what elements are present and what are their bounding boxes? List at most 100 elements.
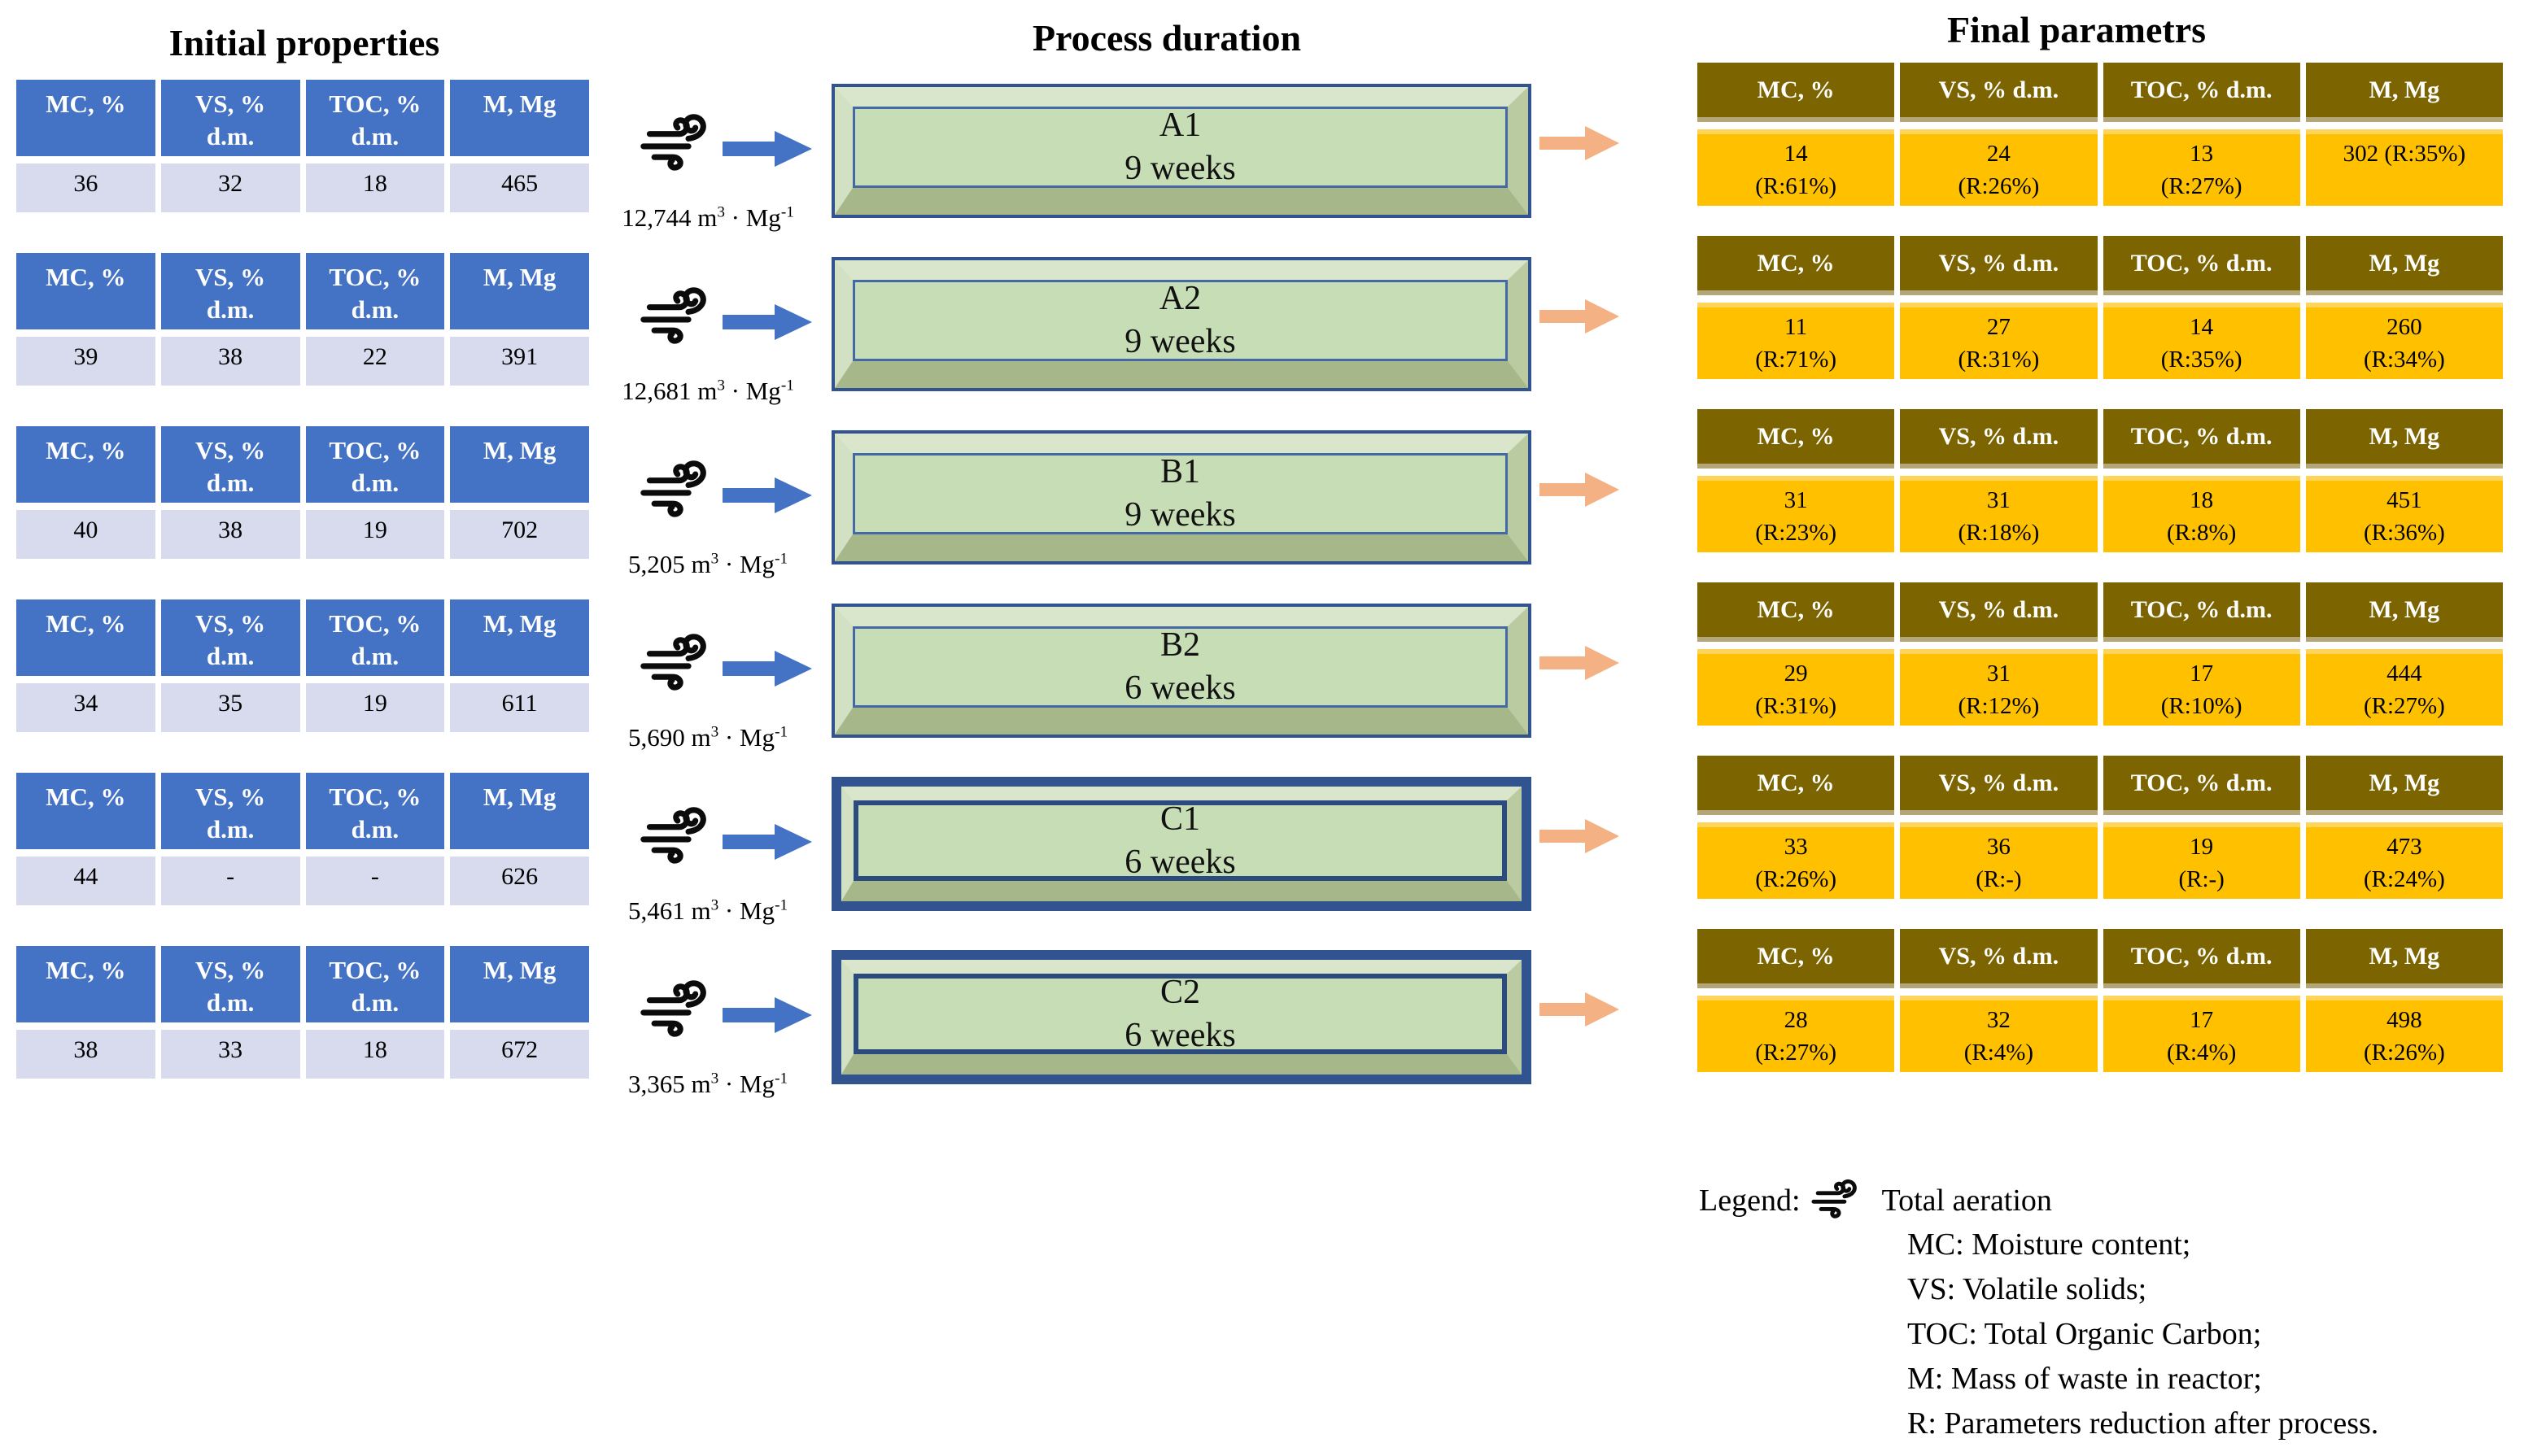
process-duration-title: Process duration xyxy=(1032,17,1302,59)
legend-item: TOC: Total Organic Carbon; xyxy=(1907,1317,2262,1351)
final-header-cell: VS, % d.m. xyxy=(1900,582,2098,642)
final-table-header: MC, % VS, % d.m. TOC, % d.m. M, Mg xyxy=(1697,929,2503,988)
final-header-cell: TOC, % d.m. xyxy=(2103,236,2300,295)
initial-table: MC, % VS, % d.m. TOC, % d.m. M, Mg 34 35… xyxy=(16,599,589,732)
initial-value-cell: 22 xyxy=(305,337,445,386)
reactor-id: C2 xyxy=(1159,973,1200,1011)
initial-table-header: MC, % VS, % d.m. TOC, % d.m. M, Mg xyxy=(16,253,589,329)
initial-header-cell: VS, % d.m. xyxy=(160,80,300,156)
output-arrow-icon xyxy=(1539,990,1619,1029)
final-value: 17 xyxy=(2190,660,2214,687)
initial-header-cell: MC, % xyxy=(16,946,155,1022)
final-header-cell: VS, % d.m. xyxy=(1900,756,2098,815)
aeration-label: 3,365 m3 · Mg-1 xyxy=(582,1070,834,1099)
reactor-box: B2 6 weeks xyxy=(832,604,1531,738)
initial-table-header: MC, % VS, % d.m. TOC, % d.m. M, Mg xyxy=(16,773,589,849)
wind-aeration-icon xyxy=(1810,1178,1869,1223)
aeration-sup: -1 xyxy=(780,203,794,221)
initial-header-cell: M, Mg xyxy=(450,773,589,849)
final-value: 24 xyxy=(1986,141,2011,167)
wind-aeration-icon xyxy=(639,112,724,177)
initial-value-cell: 19 xyxy=(305,510,445,559)
initial-value-cell: - xyxy=(160,857,300,905)
final-value-cell: 302 (R:35%) xyxy=(2305,129,2503,206)
initial-table: MC, % VS, % d.m. TOC, % d.m. M, Mg 39 38… xyxy=(16,253,589,386)
final-value-cell: 33(R:26%) xyxy=(1697,822,1895,899)
initial-table-values: 39 38 22 391 xyxy=(16,337,589,386)
initial-table-values: 36 32 18 465 xyxy=(16,163,589,212)
reactor-duration: 6 weeks xyxy=(1124,843,1236,881)
wind-aeration-icon xyxy=(639,632,724,697)
final-header-cell: MC, % xyxy=(1697,929,1895,988)
final-reduction: (R:26%) xyxy=(1755,866,1837,892)
initial-value-cell: 19 xyxy=(305,683,445,732)
initial-value-cell: 391 xyxy=(450,337,589,386)
final-value-cell: 18(R:8%) xyxy=(2103,476,2300,552)
final-value-cell: 17(R:4%) xyxy=(2103,996,2300,1072)
initial-value-cell: 38 xyxy=(160,510,300,559)
legend-item: M: Mass of waste in reactor; xyxy=(1907,1362,2262,1396)
final-value: 32 xyxy=(1986,1007,2011,1033)
reactor-duration: 9 weeks xyxy=(1124,150,1236,187)
final-parameters-title: Final parametrs xyxy=(1946,9,2207,50)
final-header-cell: M, Mg xyxy=(2305,582,2503,642)
final-value: 302 (R:35%) xyxy=(2343,141,2466,167)
aeration-value: 5,205 m xyxy=(627,550,711,578)
final-value: 31 xyxy=(1986,660,2011,687)
aeration-sup: -1 xyxy=(775,896,788,914)
final-value: 36 xyxy=(1986,834,2011,860)
final-header-cell: TOC, % d.m. xyxy=(2103,582,2300,642)
final-table: MC, % VS, % d.m. TOC, % d.m. M, Mg 31(R:… xyxy=(1697,409,2503,552)
aeration-label: 5,461 m3 · Mg-1 xyxy=(582,896,834,926)
final-header-cell: VS, % d.m. xyxy=(1900,63,2098,122)
final-value: 29 xyxy=(1784,660,1808,687)
final-value-cell: 29(R:31%) xyxy=(1697,649,1895,726)
final-value: 473 xyxy=(2386,834,2422,860)
initial-value-cell: 44 xyxy=(16,857,155,905)
aeration-sup: 3 xyxy=(710,550,719,568)
initial-table-header: MC, % VS, % d.m. TOC, % d.m. M, Mg xyxy=(16,80,589,156)
final-reduction: (R:-) xyxy=(2178,866,2225,892)
aeration-sup: -1 xyxy=(775,550,788,568)
final-header-cell: VS, % d.m. xyxy=(1900,929,2098,988)
final-reduction: (R:10%) xyxy=(2160,693,2242,719)
final-table: MC, % VS, % d.m. TOC, % d.m. M, Mg 29(R:… xyxy=(1697,582,2503,726)
reactor-face: B1 9 weeks xyxy=(853,453,1508,534)
initial-table: MC, % VS, % d.m. TOC, % d.m. M, Mg 44 - … xyxy=(16,773,589,905)
initial-properties-title: Initial properties xyxy=(168,22,440,63)
input-arrow-icon xyxy=(723,650,812,687)
reactor-bevel: C1 6 weeks xyxy=(841,787,1522,901)
final-table-header: MC, % VS, % d.m. TOC, % d.m. M, Mg xyxy=(1697,236,2503,295)
final-table-header: MC, % VS, % d.m. TOC, % d.m. M, Mg xyxy=(1697,63,2503,122)
final-header-cell: TOC, % d.m. xyxy=(2103,756,2300,815)
final-value-cell: 260(R:34%) xyxy=(2305,303,2503,379)
initial-table: MC, % VS, % d.m. TOC, % d.m. M, Mg 36 32… xyxy=(16,80,589,212)
final-value: 17 xyxy=(2190,1007,2214,1033)
final-value: 11 xyxy=(1784,314,1808,340)
input-arrow-icon xyxy=(723,130,812,168)
output-arrow-icon xyxy=(1539,297,1619,336)
final-value: 14 xyxy=(1784,141,1808,167)
initial-value-cell: 18 xyxy=(305,163,445,212)
aeration-unit: · Mg xyxy=(724,203,781,232)
reactor-box: A2 9 weeks xyxy=(832,257,1531,391)
final-reduction: (R:27%) xyxy=(2160,173,2242,199)
reactor-face: A1 9 weeks xyxy=(853,107,1508,188)
final-header-cell: TOC, % d.m. xyxy=(2103,63,2300,122)
legend-label: Legend: xyxy=(1699,1183,1801,1218)
initial-value-cell: 672 xyxy=(450,1030,589,1079)
reactor-id: B2 xyxy=(1159,626,1200,664)
final-value-cell: 36(R:-) xyxy=(1900,822,2098,899)
wind-aeration-icon xyxy=(639,979,724,1044)
final-value: 14 xyxy=(2190,314,2214,340)
initial-header-cell: M, Mg xyxy=(450,426,589,503)
reactor-box: C1 6 weeks xyxy=(832,777,1531,911)
final-table-values: 29(R:31%) 31(R:12%) 17(R:10%) 444(R:27%) xyxy=(1697,649,2503,726)
process-row-a2: MC, % VS, % d.m. TOC, % d.m. M, Mg 39 38… xyxy=(0,173,2524,405)
initial-header-cell: MC, % xyxy=(16,599,155,676)
final-header-cell: MC, % xyxy=(1697,756,1895,815)
aeration-sup: 3 xyxy=(710,1070,719,1088)
final-header-cell: M, Mg xyxy=(2305,756,2503,815)
initial-value-cell: 626 xyxy=(450,857,589,905)
final-table-values: 33(R:26%) 36(R:-) 19(R:-) 473(R:24%) xyxy=(1697,822,2503,899)
